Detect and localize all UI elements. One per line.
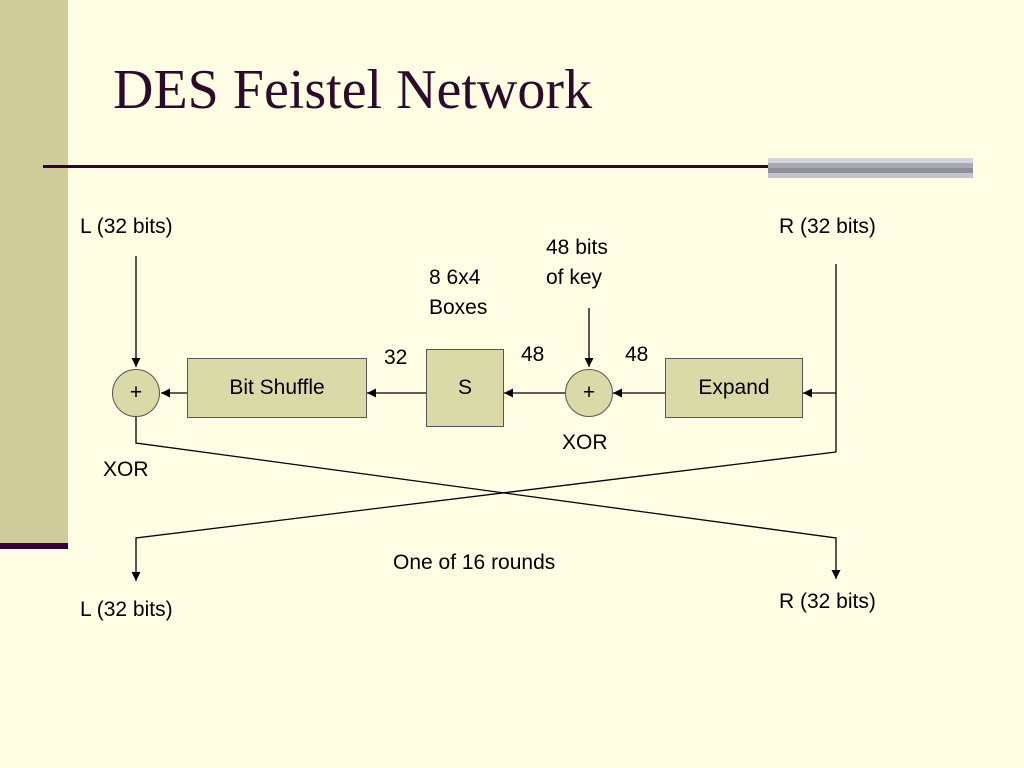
key-label-line2: of key (546, 266, 603, 289)
width-label-48-left: 48 (521, 343, 545, 366)
sidebar-stripe (0, 0, 68, 543)
l-input-label: L (32 bits) (80, 215, 173, 238)
r-output-label: R (32 bits) (779, 590, 876, 613)
s-box: S (426, 349, 504, 427)
expand-box: Expand (665, 358, 803, 418)
right-xor-label: XOR (562, 431, 608, 454)
width-label-48-right: 48 (625, 343, 649, 366)
xor-out-to-r-line (135, 417, 841, 579)
l-output-label: L (32 bits) (80, 598, 173, 621)
title-rule (43, 165, 785, 168)
sbox-label-line2: Boxes (429, 296, 488, 319)
left-xor-label: XOR (103, 458, 149, 481)
sbox-label-line1: 8 6x4 (429, 266, 481, 289)
r-input-label: R (32 bits) (779, 215, 876, 238)
width-label-32: 32 (384, 346, 408, 369)
title-rule-accent (768, 158, 973, 178)
rounds-caption: One of 16 rounds (393, 551, 556, 574)
slide-title: DES Feistel Network (113, 59, 593, 121)
key-label-line1: 48 bits (546, 236, 608, 259)
right-xor-node: + (565, 369, 613, 417)
sidebar-accent (0, 543, 68, 549)
r-to-l-line (131, 451, 837, 581)
bit-shuffle-box: Bit Shuffle (187, 358, 367, 418)
left-xor-node: + (112, 369, 160, 417)
